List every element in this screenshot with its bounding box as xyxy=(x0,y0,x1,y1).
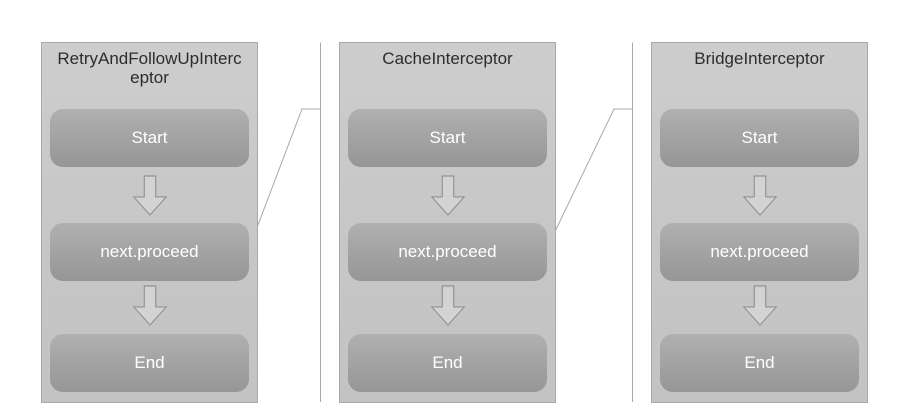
proceed-connector-1 xyxy=(249,108,320,247)
down-arrow-icon xyxy=(132,175,167,216)
node-end: End xyxy=(348,334,547,392)
node-next-proceed: next.proceed xyxy=(660,223,859,281)
node-start: Start xyxy=(50,109,249,167)
down-arrow-icon xyxy=(742,175,777,216)
node-next-proceed: next.proceed xyxy=(348,223,547,281)
interceptor-panel-cache: CacheInterceptor Start next.proceed End xyxy=(339,42,556,403)
node-start: Start xyxy=(660,109,859,167)
panel-title: RetryAndFollowUpInterceptor xyxy=(57,49,242,87)
node-start: Start xyxy=(348,109,547,167)
interceptor-panel-bridge: BridgeInterceptor Start next.proceed End xyxy=(651,42,868,403)
interceptor-panel-retryandfollowup: RetryAndFollowUpInterceptor Start next.p… xyxy=(41,42,258,403)
down-arrow-icon xyxy=(430,285,465,326)
node-end: End xyxy=(50,334,249,392)
node-next-proceed: next.proceed xyxy=(50,223,249,281)
node-end: End xyxy=(660,334,859,392)
proceed-connector-2 xyxy=(547,108,632,247)
down-arrow-icon xyxy=(742,285,777,326)
down-arrow-icon xyxy=(430,175,465,216)
panel-title: BridgeInterceptor xyxy=(694,49,825,68)
down-arrow-icon xyxy=(132,285,167,326)
panel-title: CacheInterceptor xyxy=(382,49,513,68)
